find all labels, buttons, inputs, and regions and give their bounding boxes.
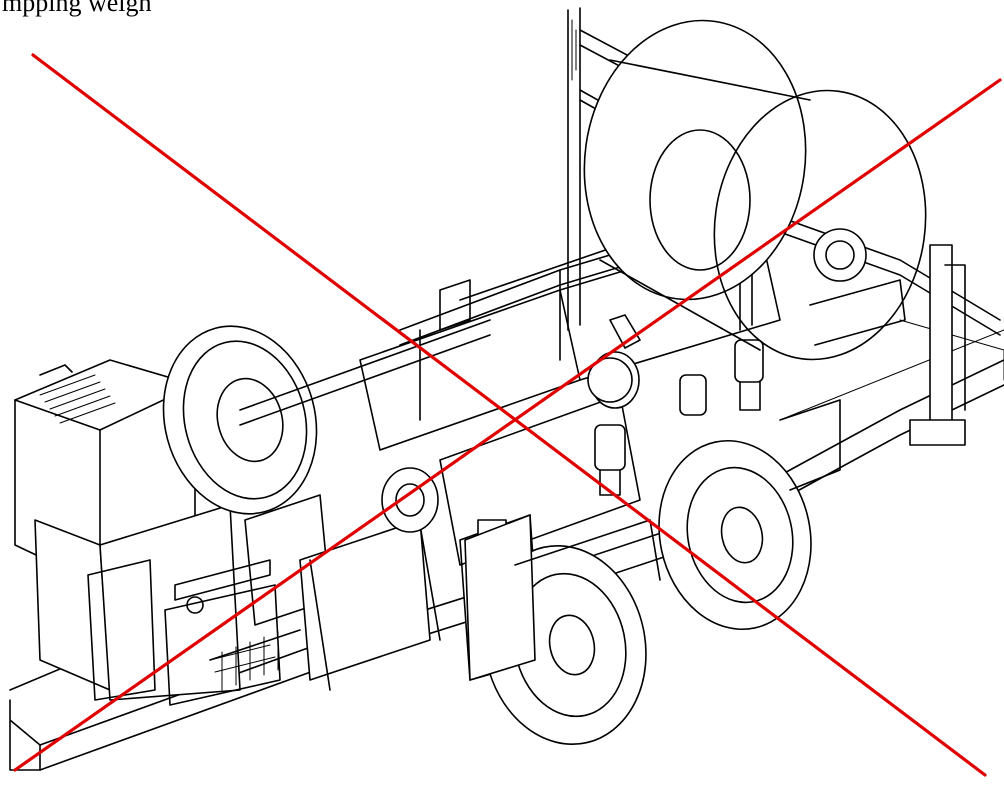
control-levers — [209, 629, 301, 691]
cross-line-2 — [13, 78, 1002, 772]
cropped-header-text: mpping weigh — [2, 0, 152, 17]
jack-stand — [909, 244, 966, 446]
cable-reel — [583, 19, 927, 361]
left-wheel — [162, 319, 491, 515]
reel-bearing — [587, 228, 906, 403]
engine-housing — [14, 359, 331, 706]
rear-wheel — [658, 439, 812, 631]
cross-out-mark — [13, 53, 1002, 777]
cross-line-1 — [31, 53, 987, 777]
hydraulic-motors — [594, 339, 764, 496]
fender-box — [464, 399, 841, 681]
